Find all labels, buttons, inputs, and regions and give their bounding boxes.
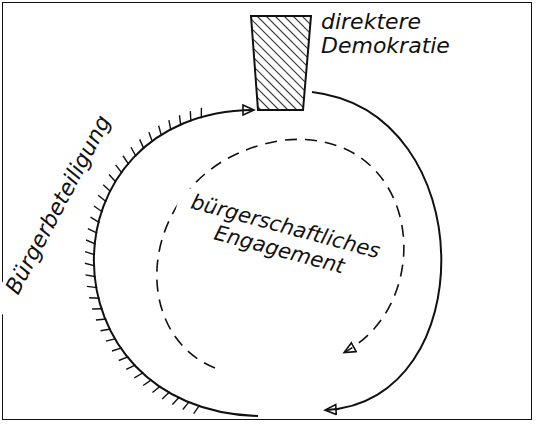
hatch-tick: [194, 405, 200, 414]
hatch-tick: [96, 318, 106, 320]
hatch-tick: [101, 329, 111, 331]
hatch-tick: [92, 308, 102, 310]
hatch-tick: [149, 132, 153, 142]
hatch-tick: [190, 111, 192, 121]
hatch-tick: [140, 139, 144, 149]
hatch-tick: [131, 147, 136, 156]
hatch-tick: [91, 217, 100, 222]
hatch-tick: [126, 365, 135, 370]
hatch-tick: [88, 229, 97, 234]
hatch-tick: [162, 392, 170, 399]
hatch-tick: [143, 380, 152, 386]
hatch-tick: [112, 348, 122, 351]
node-heading: direktere Demokratie: [321, 10, 461, 58]
hatch-tick: [159, 126, 162, 136]
hatch-tick: [123, 156, 129, 165]
hatch-tick: [85, 263, 95, 266]
hatched-trapezoid: direktere Demokratie: [245, 10, 465, 120]
hatch-tick: [85, 275, 95, 277]
hatch-tick: [98, 195, 106, 202]
hatch-tick: [103, 185, 111, 192]
hatch-tick: [85, 252, 95, 255]
hatch-tick: [201, 108, 203, 118]
hatch-tick: [179, 115, 180, 125]
hatch-tick: [87, 286, 97, 287]
hatch-tick: [86, 240, 96, 244]
hatch-tick: [169, 120, 171, 130]
hatch-tick: [94, 206, 103, 212]
center-label: bürgerschaftliches Engagement: [169, 186, 395, 290]
hatch-tick: [116, 165, 122, 173]
arc-label: Bürgerbeteiligung: [0, 90, 127, 319]
hatch-tick: [172, 397, 179, 405]
hatch-tick: [183, 401, 190, 409]
hatch-tick: [134, 372, 143, 377]
hatch-ticks: [85, 108, 202, 414]
hatch-tick: [119, 357, 129, 361]
hatch-tick: [106, 339, 116, 341]
hatch-tick: [109, 175, 116, 183]
trapezoid-shape: [245, 10, 317, 116]
engagement-dashed-arc: [157, 139, 404, 368]
hatch-tick: [152, 386, 160, 393]
hatch-tick: [89, 297, 99, 299]
